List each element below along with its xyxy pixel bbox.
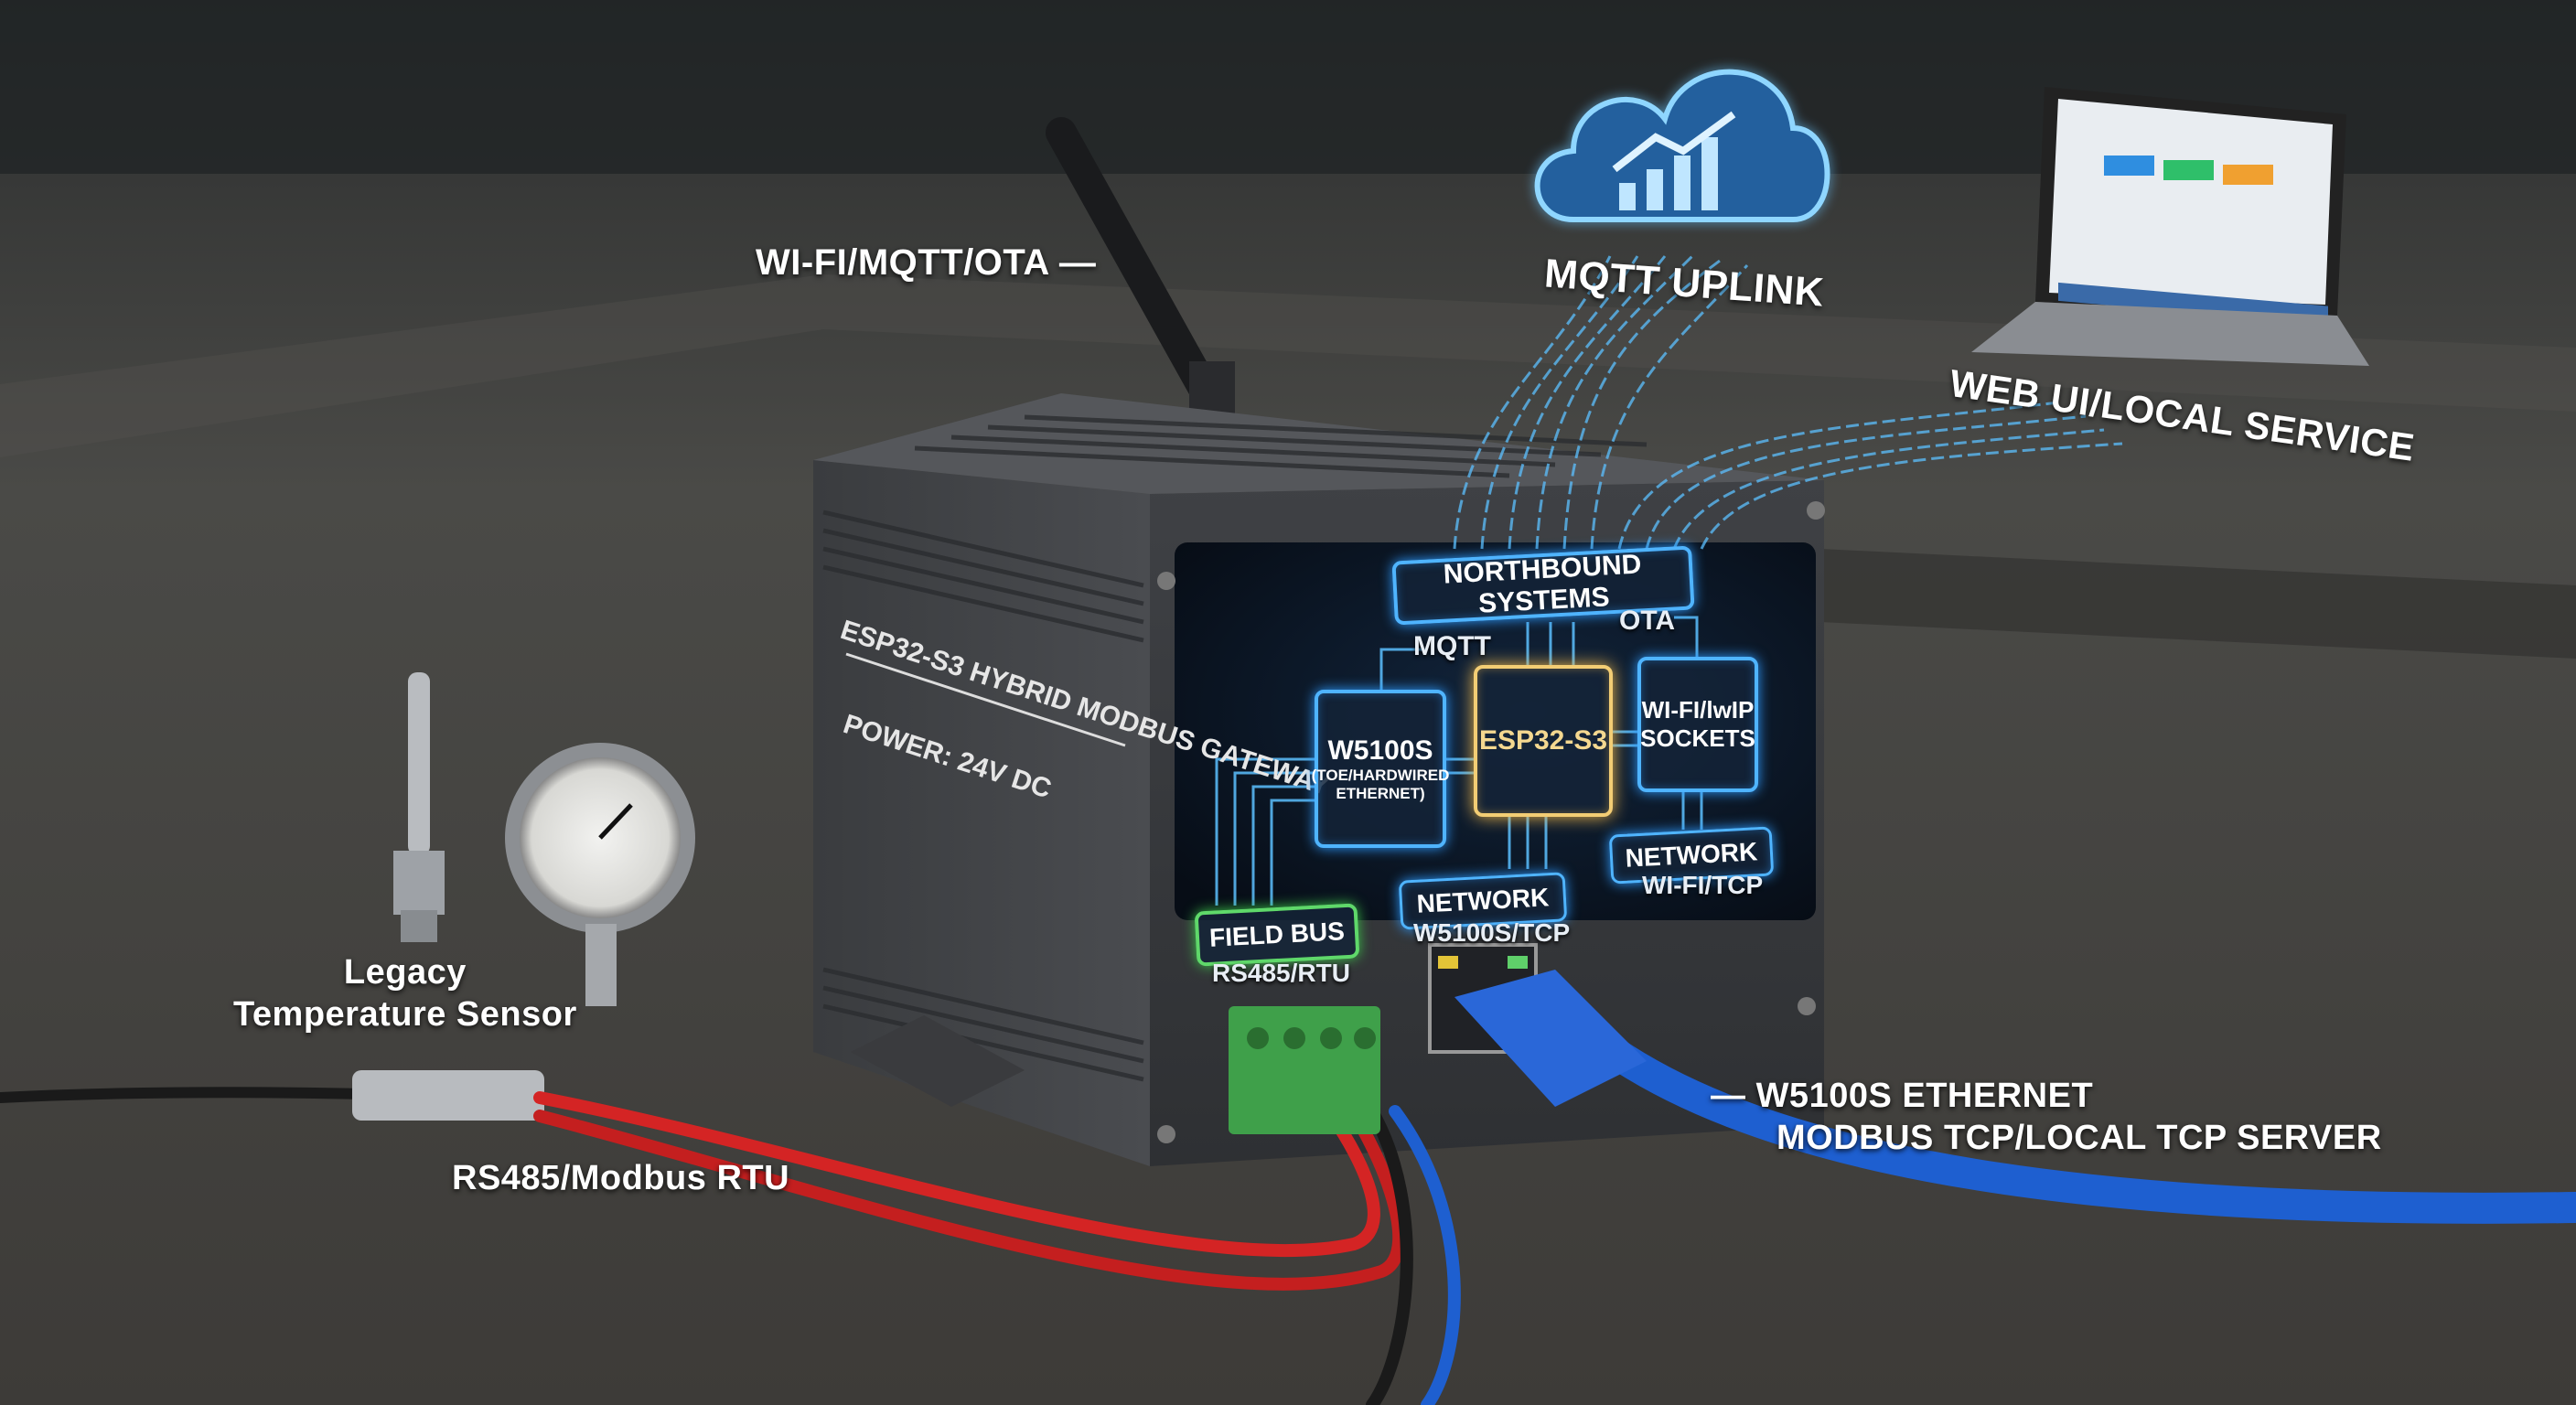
- network1-sub: W5100S/TCP: [1413, 918, 1571, 947]
- ethernet-callout-line1: W5100S ETHERNET: [1755, 1077, 2094, 1115]
- w5100s-title: W5100S: [1327, 735, 1433, 766]
- antenna-callout: WI-FI/MQTT/OTA —: [756, 242, 1097, 283]
- cloud-icon: [1533, 68, 1831, 223]
- pressure-gauge: [505, 743, 695, 1006]
- wifi-line2: SOCKETS: [1640, 724, 1755, 752]
- cables: [0, 1027, 2576, 1405]
- w5100s-sub2: ETHERNET): [1336, 784, 1425, 802]
- field-bus-box: FIELD BUS: [1194, 903, 1360, 967]
- w5100s-sub1: (TOE/HARDWIRED: [1311, 766, 1450, 784]
- ota-label: OTA: [1619, 606, 1676, 636]
- ethernet-callout: — W5100S ETHERNET MODBUS TCP/LOCAL TCP S…: [1711, 1077, 2382, 1157]
- sensor-callout-line2: Temperature Sensor: [233, 995, 577, 1034]
- w5100s-box: W5100S (TOE/HARDWIRED ETHERNET): [1312, 690, 1449, 848]
- laptop-web-ui: [1971, 87, 2369, 366]
- sensor-callout: Legacy Temperature Sensor: [233, 951, 577, 1035]
- sensor-callout-line1: Legacy: [343, 953, 467, 992]
- esp32-label: ESP32-S3: [1478, 725, 1608, 756]
- terminal-block: [1229, 1006, 1380, 1134]
- wifi-line1: WI-FI/lwIP: [1641, 696, 1755, 724]
- ethernet-plug: [1454, 970, 1647, 1107]
- mqtt-label: MQTT: [1413, 631, 1491, 661]
- network2-sub: WI-FI/TCP: [1642, 871, 1764, 899]
- data-streams: [1453, 254, 2123, 550]
- diagram-traces: [1215, 616, 1703, 906]
- field-bus-sub: RS485/RTU: [1212, 959, 1350, 987]
- ethernet-callout-line2: MODBUS TCP/LOCAL TCP SERVER: [1776, 1119, 2382, 1157]
- field-bus-label: FIELD BUS: [1208, 917, 1346, 952]
- temperature-probe: [393, 672, 445, 942]
- rs485-callout: RS485/Modbus RTU: [452, 1159, 790, 1197]
- network1-label: NETWORK: [1415, 883, 1551, 918]
- network2-label: NETWORK: [1624, 837, 1759, 873]
- antenna-callout-text: WI-FI/MQTT/OTA: [756, 242, 1049, 283]
- wifi-lwip-box: WI-FI/lwIP SOCKETS: [1637, 657, 1758, 792]
- esp32-s3-box: ESP32-S3: [1474, 665, 1613, 817]
